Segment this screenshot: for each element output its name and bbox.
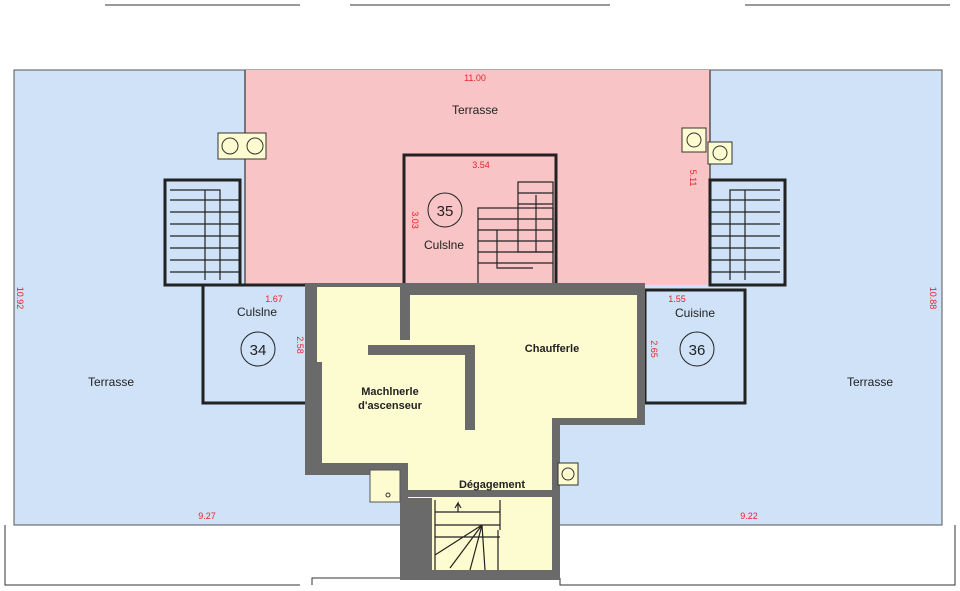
- unit-number-36: 36: [689, 342, 706, 359]
- drain-icon: [385, 492, 391, 498]
- outer-frame: [4, 4, 956, 586]
- shaft: [369, 469, 401, 503]
- dim-k36-width: 1.55: [668, 294, 686, 304]
- unit-number-35: 35: [437, 203, 454, 220]
- stairs-35: [477, 181, 554, 286]
- dim-top-width: 11.00: [464, 73, 486, 83]
- stairs-right: [708, 178, 787, 287]
- label-terrace-top: Terrasse: [452, 103, 498, 117]
- dim-left-height: 10.92: [15, 287, 25, 310]
- unit-badges: [240, 192, 715, 367]
- dim-right-height: 10.88: [928, 287, 938, 310]
- label-kitchen-36: Cuisine: [675, 306, 715, 320]
- label-machinerie-2: d'ascenseur: [358, 400, 422, 412]
- dim-k34-width: 1.67: [265, 294, 283, 304]
- unit-number-34: 34: [250, 342, 267, 359]
- label-degagement: Dégagement: [459, 479, 525, 491]
- dim-k35-depth: 3.03: [410, 211, 420, 229]
- label-terrace-left: Terrasse: [88, 375, 134, 389]
- dim-bottom-right: 9.22: [740, 511, 758, 521]
- core-floor: [317, 287, 637, 570]
- dim-k35-width: 3.54: [472, 160, 490, 170]
- label-kitchen-35: Culslne: [424, 238, 464, 252]
- label-kitchen-34: Culslne: [237, 305, 277, 319]
- label-chaufferie: Chaufferle: [525, 343, 579, 355]
- dim-bottom-left: 9.27: [198, 511, 216, 521]
- interior-wall: [408, 490, 552, 497]
- stairs-core: [434, 500, 501, 571]
- dim-k36-depth: 2.65: [649, 340, 659, 358]
- dim-pink-right: 5.11: [688, 170, 698, 187]
- label-machinerie-1: Machlnerle: [361, 386, 418, 398]
- interior-wall: [368, 345, 475, 430]
- label-terrace-right: Terrasse: [847, 375, 893, 389]
- vent-icons: [217, 127, 733, 486]
- dim-k34-depth: 2.58: [295, 336, 305, 354]
